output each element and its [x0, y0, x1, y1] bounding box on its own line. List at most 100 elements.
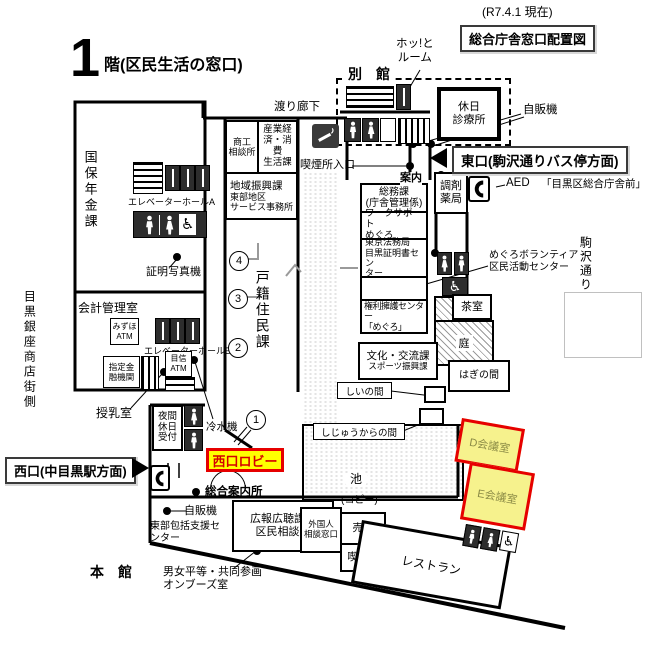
room-koseki-label: 戸籍住民課: [254, 270, 271, 350]
garden-label: 庭: [455, 335, 473, 351]
east-womens-toilet-icon: [437, 252, 452, 275]
volunteer-center-label: めぐろボランティア・ 区民活動センター: [489, 250, 589, 273]
room-e-meeting: E会議室: [459, 462, 535, 531]
danjo-label: 男女平等・共同参画 オンブーズ室: [163, 566, 262, 592]
room-shoko: 商工 相談所: [225, 120, 259, 174]
stairs-b-icon: [141, 356, 159, 390]
stairs-c-icon: [165, 377, 195, 391]
elevator-b2-icon: [170, 318, 185, 344]
room-bunka-label: 文化・交流課: [366, 350, 430, 363]
west-lobby-label: 西口ロビー: [212, 453, 278, 469]
east-exit-label: 東口(駒沢通りバス停方面): [452, 146, 628, 174]
vending-machine-bottom-label: 自販機: [184, 505, 217, 517]
annex-stairs2-icon: [398, 118, 430, 144]
mizuho-atm: みずほ ATM: [110, 318, 139, 345]
annex-elevator-icon: [396, 84, 411, 110]
room-volunteer-center: [360, 276, 428, 301]
room-chiiki-block: 地域振興課 東部地区 サービス事務所: [225, 172, 298, 220]
counter-number-1: 1: [246, 410, 266, 430]
as-of-date: (R7.4.1 現在): [482, 5, 553, 19]
lobby-phone-icon: [150, 465, 170, 491]
room-tobu-jimusho-label: 東部地区 サービス事務所: [230, 191, 294, 213]
mokushin-atm: 目信 ATM: [165, 351, 192, 377]
annex-stairs-icon: [346, 86, 394, 108]
room-hagi: はぎの間: [448, 360, 510, 392]
water-cooler-label: 冷水機: [206, 421, 238, 433]
room-work-support: ワークサポート めぐろ: [360, 208, 428, 241]
wing-wheelchair-icon: ♿: [498, 530, 520, 554]
room-somu: 総務課 (庁舎管理係): [360, 183, 428, 213]
main-building-label: 本 館: [90, 564, 132, 580]
mens-toilet-icon: [145, 215, 153, 234]
room-kaikei-label: 会計管理室: [78, 301, 139, 315]
room-gaikokujin: 外国人 相談窓口: [300, 507, 342, 553]
west-exit-label: 西口(中目黒駅方面): [5, 457, 136, 484]
legend-empty-box: [564, 292, 642, 358]
corridor-label: 渡り廊下: [274, 101, 320, 113]
east-exit-arrow-icon: [430, 148, 447, 168]
smoking-entrance-label: 喫煙所入口: [300, 159, 355, 171]
floor-title: 階(区民生活の窓口): [104, 57, 243, 74]
lobby-womens-toilet-icon: [184, 405, 203, 427]
annex-mens-toilet-icon: [344, 118, 361, 142]
east-mens-toilet-icon: [454, 252, 469, 275]
pond-label: 池: [344, 450, 369, 488]
elevator-a2-icon: [180, 165, 195, 191]
elevator-a1-icon: [165, 165, 180, 191]
lobby-mens-toilet-icon: [184, 429, 203, 451]
elevator-b1-icon: [155, 318, 170, 344]
aed-label: AED: [506, 177, 530, 189]
west-exit-arrow-icon: [132, 458, 149, 478]
west-lobby-highlight: 西口ロビー: [206, 448, 284, 472]
counter-number-2: 2: [228, 338, 248, 358]
nursing-room-label: 授乳室: [96, 406, 133, 420]
annai-label: 案内: [400, 172, 422, 186]
annex-outline: [336, 78, 511, 146]
annex-womens-toilet-icon: [362, 118, 379, 142]
room-holiday-clinic: 休日 診療所: [437, 87, 501, 141]
room-chashitsu: 茶室: [452, 294, 492, 320]
designated-bank-room: 指定金 融機関: [103, 356, 140, 388]
public-phone-icon: [468, 176, 490, 202]
photo-booth-label: 証明写真機: [146, 266, 201, 278]
document-title: 総合庁舎窓口配置図: [460, 25, 596, 52]
room-bunka-block: 文化・交流課 スポーツ振興課: [358, 342, 438, 380]
smoking-area-icon: [312, 124, 339, 148]
room-kenri: 権利擁護センター 「めぐろ」: [360, 299, 428, 334]
wheelchair-icon: ♿: [179, 214, 197, 235]
room-shijukara-target: [419, 408, 444, 425]
womens-toilet-icon: [166, 215, 174, 234]
annex-label: 別 館: [344, 66, 394, 83]
hot-room-label: ホッ!と ルーム: [396, 38, 434, 64]
toilet-block-a: ♿: [133, 211, 207, 238]
stairs-a-icon: [133, 162, 163, 194]
room-kokuho-nenkin: 国保年金課: [82, 150, 98, 230]
floor-number: 1: [70, 28, 101, 88]
tobu-hokatsu-label: 東部包括支援セ ンター: [150, 521, 220, 544]
annex-room: [380, 118, 396, 142]
room-homukyoku: 東京法務局 目黒証明書セン ター: [360, 237, 428, 278]
room-sangyo: 産業経 済・消費 生活課: [257, 120, 298, 174]
central-corridor-hatch: [303, 172, 339, 424]
room-yakan: 夜間 休日 受付: [152, 405, 183, 451]
room-shii-target: [424, 386, 446, 403]
wing-mens-toilet-icon: [462, 524, 483, 549]
info-desk-label: 総合案内所: [205, 486, 263, 498]
counter-number-3: 3: [228, 289, 248, 309]
shii-label-box: しいの間: [337, 382, 392, 399]
wing-womens-toilet-icon: [480, 527, 501, 552]
wing-toilet-block: ♿: [462, 524, 520, 554]
room-chiiki-label: 地域振興課: [230, 179, 283, 192]
meguro-ginza-street-label: 目黒銀座商店街側: [22, 290, 37, 410]
room-chozai: 調剤 薬局: [434, 172, 468, 214]
room-sports-label: スポーツ振興課: [368, 361, 428, 372]
counter-number-4: 4: [229, 251, 249, 271]
komazawa-street-label: 駒沢通り: [578, 236, 593, 292]
elevator-b3-icon: [185, 318, 200, 344]
shijukara-label-box: しじゅうからの間: [313, 423, 405, 440]
vending-machine-top-label: 自販機: [523, 104, 558, 116]
elevator-a3-icon: [195, 165, 210, 191]
elevator-hall-a-label: エレベーターホールA: [128, 197, 216, 207]
garden-area2: 庭: [434, 320, 494, 366]
